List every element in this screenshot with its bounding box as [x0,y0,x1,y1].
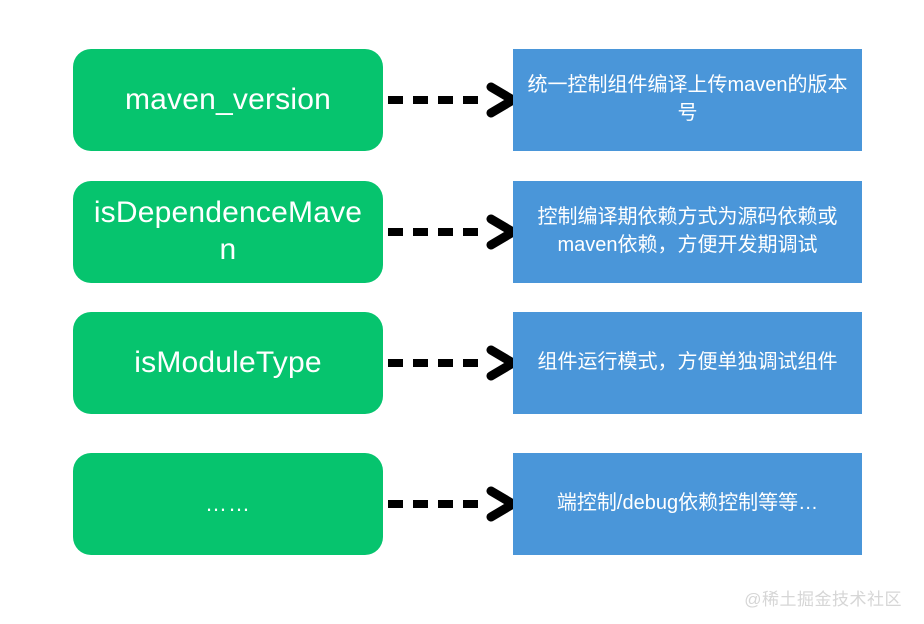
description-node[interactable]: 组件运行模式，方便单独调试组件 [513,312,862,414]
dashed-arrow-right-icon [388,312,522,414]
description-node[interactable]: 统一控制组件编译上传maven的版本号 [513,49,862,151]
key-node[interactable]: maven_version [73,49,383,151]
key-node[interactable]: isModuleType [73,312,383,414]
key-node-label: isDependenceMaven [93,196,363,266]
dashed-arrow-right-icon [388,453,522,555]
watermark: @稀土掘金技术社区 [744,590,902,609]
mapping-row: …… 端控制/debug依赖控制等等… [0,453,924,555]
description-node-text: 组件运行模式，方便单独调试组件 [537,351,838,374]
key-node[interactable]: isDependenceMaven [73,181,383,283]
description-node[interactable]: 控制编译期依赖方式为源码依赖或maven依赖，方便开发期调试 [513,181,862,283]
mapping-row: isModuleType 组件运行模式，方便单独调试组件 [0,312,924,414]
description-node-text: 控制编译期依赖方式为源码依赖或maven依赖，方便开发期调试 [537,206,838,256]
mapping-row: isDependenceMaven 控制编译期依赖方式为源码依赖或maven依赖，… [0,181,924,283]
dashed-arrow-right-icon [388,49,522,151]
dashed-arrow-right-icon [388,181,522,283]
mapping-row: maven_version 统一控制组件编译上传maven的版本号 [0,49,924,151]
key-node-label: isModuleType [134,345,322,379]
description-node[interactable]: 端控制/debug依赖控制等等… [513,453,862,555]
key-node[interactable]: …… [73,453,383,555]
key-node-label: maven_version [124,82,332,116]
description-node-text: 统一控制组件编译上传maven的版本号 [527,74,848,124]
description-node-text: 端控制/debug依赖控制等等… [556,492,819,515]
key-node-label: …… [205,490,251,516]
